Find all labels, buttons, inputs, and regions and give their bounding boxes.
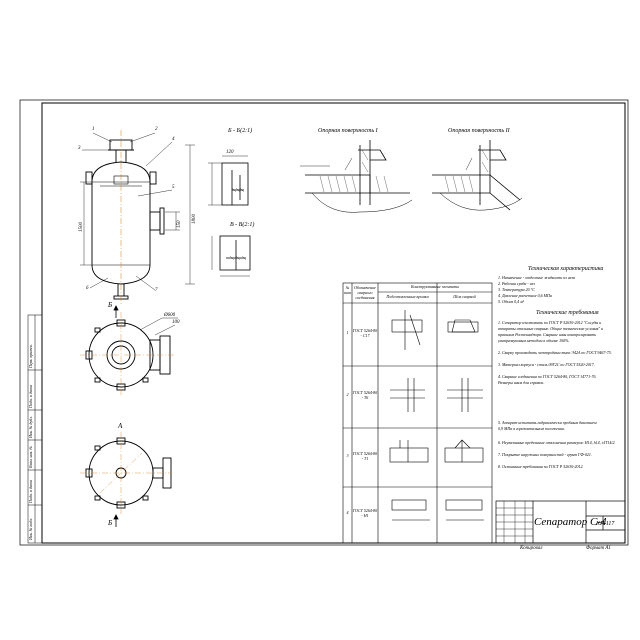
weld-sketch-4 — [391, 499, 484, 521]
weld-table-head-elements: Конструктивные элементы — [411, 284, 459, 289]
vessel-dimensions — [80, 144, 195, 285]
tech-char-line: 4. Давление расчетное 0,6 МПа — [498, 293, 552, 298]
weld-table-head-edges: Подготовленные кромки — [386, 294, 429, 299]
weld-table-grid — [342, 282, 493, 544]
weld-row-3-num: 3 — [346, 453, 349, 458]
part-number-6: 6 — [86, 286, 89, 291]
dim-nozzle: 150 — [177, 220, 182, 229]
part-leaders — [82, 132, 173, 291]
section-vv — [211, 235, 251, 277]
dim-support: 100 — [172, 320, 180, 325]
weld-row-1-num: 1 — [346, 330, 349, 335]
tech-req-line: правилам Ростехнадзора. Сварные швы конт… — [498, 332, 597, 337]
section-arrow-b — [113, 305, 119, 318]
side-stamp-2: Подп. и дата — [28, 480, 33, 503]
tech-req-line: ультразвуковым методом в объеме 100%. — [498, 338, 570, 343]
tech-char-heading: Техническая характеристика — [528, 266, 604, 272]
sheet-code: КП 117 — [596, 521, 615, 527]
weld-row-2-code: ГОСТ 5264-80 - Т6 — [352, 390, 378, 400]
dim-body-diameter: Ø600 — [164, 313, 176, 318]
weld-sketch-2 — [390, 378, 483, 412]
tech-req-line: 8. Остальные требования по ГОСТ Р 52630-… — [498, 464, 584, 469]
weld-table-head-num: № шва — [344, 285, 351, 295]
section-bb — [208, 155, 249, 206]
side-stamp-5: Подп. и дата — [28, 385, 33, 408]
dim-section-width: 120 — [226, 150, 234, 155]
part-number-7: 7 — [155, 288, 158, 293]
tech-req-line: 1. Сепаратор изготовить по ГОСТ Р 52630-… — [498, 320, 602, 325]
tech-req-line: аппараты стальные сварные. Общие техниче… — [498, 326, 604, 331]
weld-row-4-num: 4 — [346, 510, 349, 515]
stamp-copied: Копировал — [520, 546, 543, 551]
weld-row-1-code: ГОСТ 5264-80 - С17 — [352, 328, 378, 338]
section-bb-title: Б - Б(2:1) — [228, 128, 253, 134]
section-vv-hatch — [229, 255, 247, 261]
tech-char-line: 5. Объем 0,4 м³ — [498, 299, 524, 304]
vessel-front-view — [85, 139, 165, 300]
tech-char-line: 2. Рабочая среда - газ — [498, 281, 535, 286]
tech-req-line: 3. Материал корпуса - сталь 09Г2С по ГОС… — [498, 362, 595, 367]
view-label-b-lower: Б — [108, 519, 113, 527]
weld-table-head-code: Обозначение сварного соединения — [354, 285, 376, 300]
part-number-5: 5 — [172, 185, 175, 190]
tech-req-line: 4. Сварные соединения по ГОСТ 5264-80, Г… — [498, 374, 597, 379]
side-stamp-6: Перв. примен. — [28, 344, 33, 368]
weld-row-3-code: ГОСТ 5264-80 - Т1 — [352, 451, 378, 461]
node-detail-i — [300, 140, 413, 213]
weld-sketch-3 — [389, 439, 484, 463]
weld-sketch-1 — [391, 310, 479, 350]
tech-req-heading: Технические требования — [536, 310, 599, 316]
part-number-2: 2 — [155, 127, 158, 132]
tech-req-line: 0,9 МПа в горизонтальном положении. — [498, 426, 565, 431]
dim-total-height: 1800 — [192, 214, 197, 224]
side-stamp-3: Взам. инв. № — [28, 445, 33, 468]
node-i-title: Опорная поверхность I — [318, 128, 378, 134]
part-number-3: 3 — [78, 146, 81, 151]
node-ii-title: Опорная поверхность II — [448, 128, 510, 134]
plan-view-top-leaders — [139, 317, 178, 336]
tech-req-line: 2. Сварку производить электродами типа Э… — [498, 350, 612, 355]
tech-req-line: Размеры швов для справок. — [498, 380, 545, 385]
side-stamp-grid — [27, 314, 43, 544]
node-detail-ii-hatch — [444, 149, 489, 193]
weld-row-2-num: 2 — [346, 392, 349, 397]
view-label-b: Б — [108, 301, 113, 309]
side-stamp-1: Инв. № подл. — [28, 517, 33, 540]
tech-req-line: 7. Покрытие наружных поверхностей - грун… — [498, 452, 592, 457]
weld-row-4-code: ГОСТ 5264-80 - Н1 — [352, 508, 378, 518]
section-vv-title: В - В(2:1) — [230, 222, 255, 228]
weld-table-head-seam: Шов сварной — [453, 294, 476, 299]
stamp-format: Формат А1 — [586, 546, 611, 551]
part-number-1: 1 — [92, 127, 95, 132]
title-block-grid — [495, 500, 626, 544]
tech-char-line: 3. Температура 20 °С — [498, 287, 535, 292]
section-arrow-b-lower — [113, 514, 119, 527]
node-detail-ii — [432, 140, 523, 211]
section-bb-hatch — [231, 187, 245, 193]
node-detail-i-hatch — [319, 149, 389, 193]
plan-view-top-centerlines — [80, 312, 175, 396]
outer-border — [19, 99, 629, 546]
part-number-4: 4 — [172, 137, 175, 142]
tech-char-line: 1. Назначение - отделение жидкости из га… — [498, 275, 575, 280]
dim-shell-height: 1500 — [79, 222, 84, 232]
plan-view-a-centerlines — [80, 432, 172, 514]
drawing-title: Сепаратор С-4 — [534, 516, 607, 528]
view-label-a: А — [118, 422, 123, 430]
side-stamp-4: Инв. № дубл. — [28, 416, 33, 438]
tech-req-line: 5. Аппарат испытать гидравлически пробны… — [498, 420, 597, 425]
tech-req-line: 6. Неуказанные предельные отклонения раз… — [498, 440, 616, 445]
